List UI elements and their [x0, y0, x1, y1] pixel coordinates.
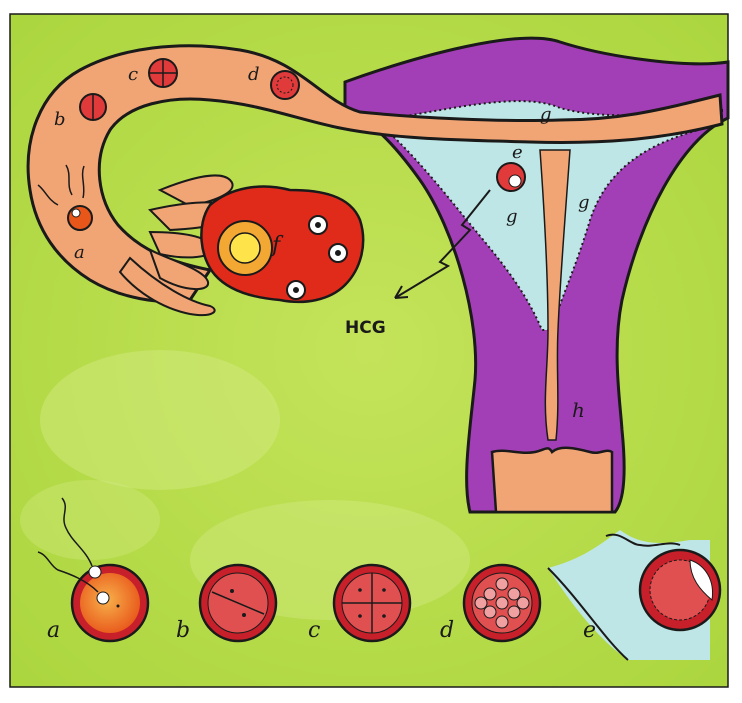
label-g-left: g: [506, 206, 518, 227]
label-b-top: b: [54, 109, 66, 130]
vagina: [492, 448, 612, 512]
stage-e-label: e: [583, 618, 596, 643]
cell-b-top: [80, 94, 106, 120]
label-c-top: c: [128, 64, 138, 85]
hcg-label: HCG: [345, 318, 386, 338]
stage-a-label: a: [47, 618, 60, 643]
stage-b-two-cell: [200, 565, 276, 641]
follicle-inner: [230, 233, 260, 263]
stage-b-label: b: [176, 618, 190, 643]
stage-d-morula: [464, 565, 540, 641]
label-g-upper: g: [540, 104, 552, 125]
cell-c-top: [149, 59, 177, 87]
stage-c-label: c: [308, 618, 320, 643]
bg-wash: [20, 480, 160, 560]
label-e-top: e: [512, 142, 523, 163]
label-d-top: d: [248, 64, 260, 85]
label-g-right: g: [578, 192, 590, 213]
bg-wash: [40, 350, 280, 490]
cell-d-top: [271, 71, 299, 99]
label-h: h: [572, 398, 585, 422]
blastocyst-e-top: [497, 163, 525, 191]
stage-c-four-cell: [334, 565, 410, 641]
stage-d-label: d: [440, 618, 454, 643]
label-a-top: a: [74, 242, 85, 263]
